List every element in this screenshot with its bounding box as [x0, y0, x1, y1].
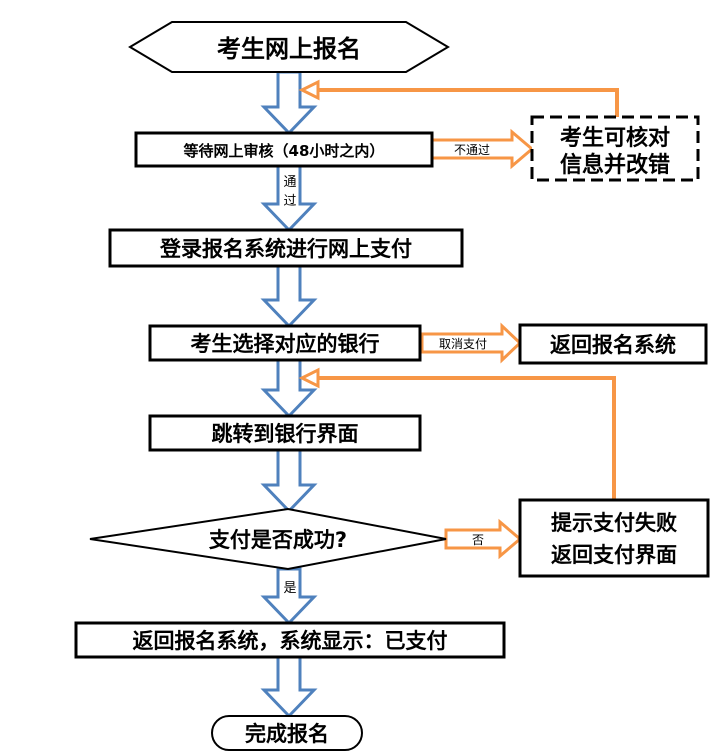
- node-login-pay: 登录报名系统进行网上支付: [108, 228, 464, 268]
- down-arrow-icon: [260, 358, 318, 419]
- down-arrows: [260, 70, 318, 719]
- node-wait-review-label: 等待网上审核（48小时之内）: [184, 142, 385, 160]
- down-arrow-icon: [260, 70, 318, 136]
- arrow-no: 否: [444, 518, 523, 560]
- edge-label-cancel-pay: 取消支付: [439, 337, 487, 351]
- edge-label-no: 否: [472, 533, 484, 547]
- node-decision-label: 支付是否成功?: [209, 528, 347, 552]
- down-arrow-icon: [260, 567, 318, 626]
- feedback-loop-review: [298, 79, 619, 117]
- edge-label-passed-2: 过: [283, 194, 296, 209]
- node-start-label: 考生网上报名: [217, 35, 361, 63]
- node-check-fix: 考生可核对 信息并改错: [530, 115, 700, 182]
- arrow-not-passed: 不通过: [430, 128, 535, 170]
- node-fail-prompt-line2: 返回支付界面: [551, 543, 677, 567]
- loop-arrowhead-icon: [298, 79, 320, 101]
- edge-label-yes: 是: [283, 581, 296, 596]
- node-check-fix-line2: 信息并改错: [560, 152, 670, 178]
- node-start: 考生网上报名: [128, 21, 450, 73]
- down-arrow-icon: [260, 655, 318, 719]
- node-return-paid: 返回报名系统，系统显示：已支付: [74, 621, 506, 659]
- node-decision: 支付是否成功?: [89, 507, 447, 571]
- node-end-label: 完成报名: [245, 722, 329, 746]
- loop-arrowhead-icon: [298, 367, 320, 389]
- node-end: 完成报名: [211, 715, 363, 751]
- down-arrow-icon: [260, 264, 318, 329]
- node-choose-bank: 考生选择对应的银行: [148, 324, 422, 362]
- node-return-paid-label: 返回报名系统，系统显示：已支付: [133, 629, 448, 653]
- node-check-fix-line1: 考生可核对: [560, 125, 670, 151]
- node-choose-bank-label: 考生选择对应的银行: [191, 332, 380, 356]
- node-login-pay-label: 登录报名系统进行网上支付: [159, 237, 412, 261]
- node-fail-prompt: 提示支付失败 返回支付界面: [518, 498, 710, 578]
- node-jump-bank-label: 跳转到银行界面: [212, 422, 359, 446]
- down-arrow-icon: [260, 448, 318, 514]
- node-return-system: 返回报名系统: [518, 323, 708, 365]
- edge-label-passed-1: 通: [283, 175, 296, 190]
- node-jump-bank: 跳转到银行界面: [148, 414, 422, 452]
- feedback-loop-payment: [298, 367, 616, 500]
- edge-label-not-passed: 不通过: [454, 143, 490, 157]
- node-wait-review: 等待网上审核（48小时之内）: [134, 131, 434, 168]
- down-arrow-icon: [260, 164, 318, 233]
- arrow-cancel-pay: 取消支付: [420, 322, 523, 364]
- node-return-system-label: 返回报名系统: [550, 333, 676, 357]
- node-fail-prompt-line1: 提示支付失败: [551, 511, 677, 535]
